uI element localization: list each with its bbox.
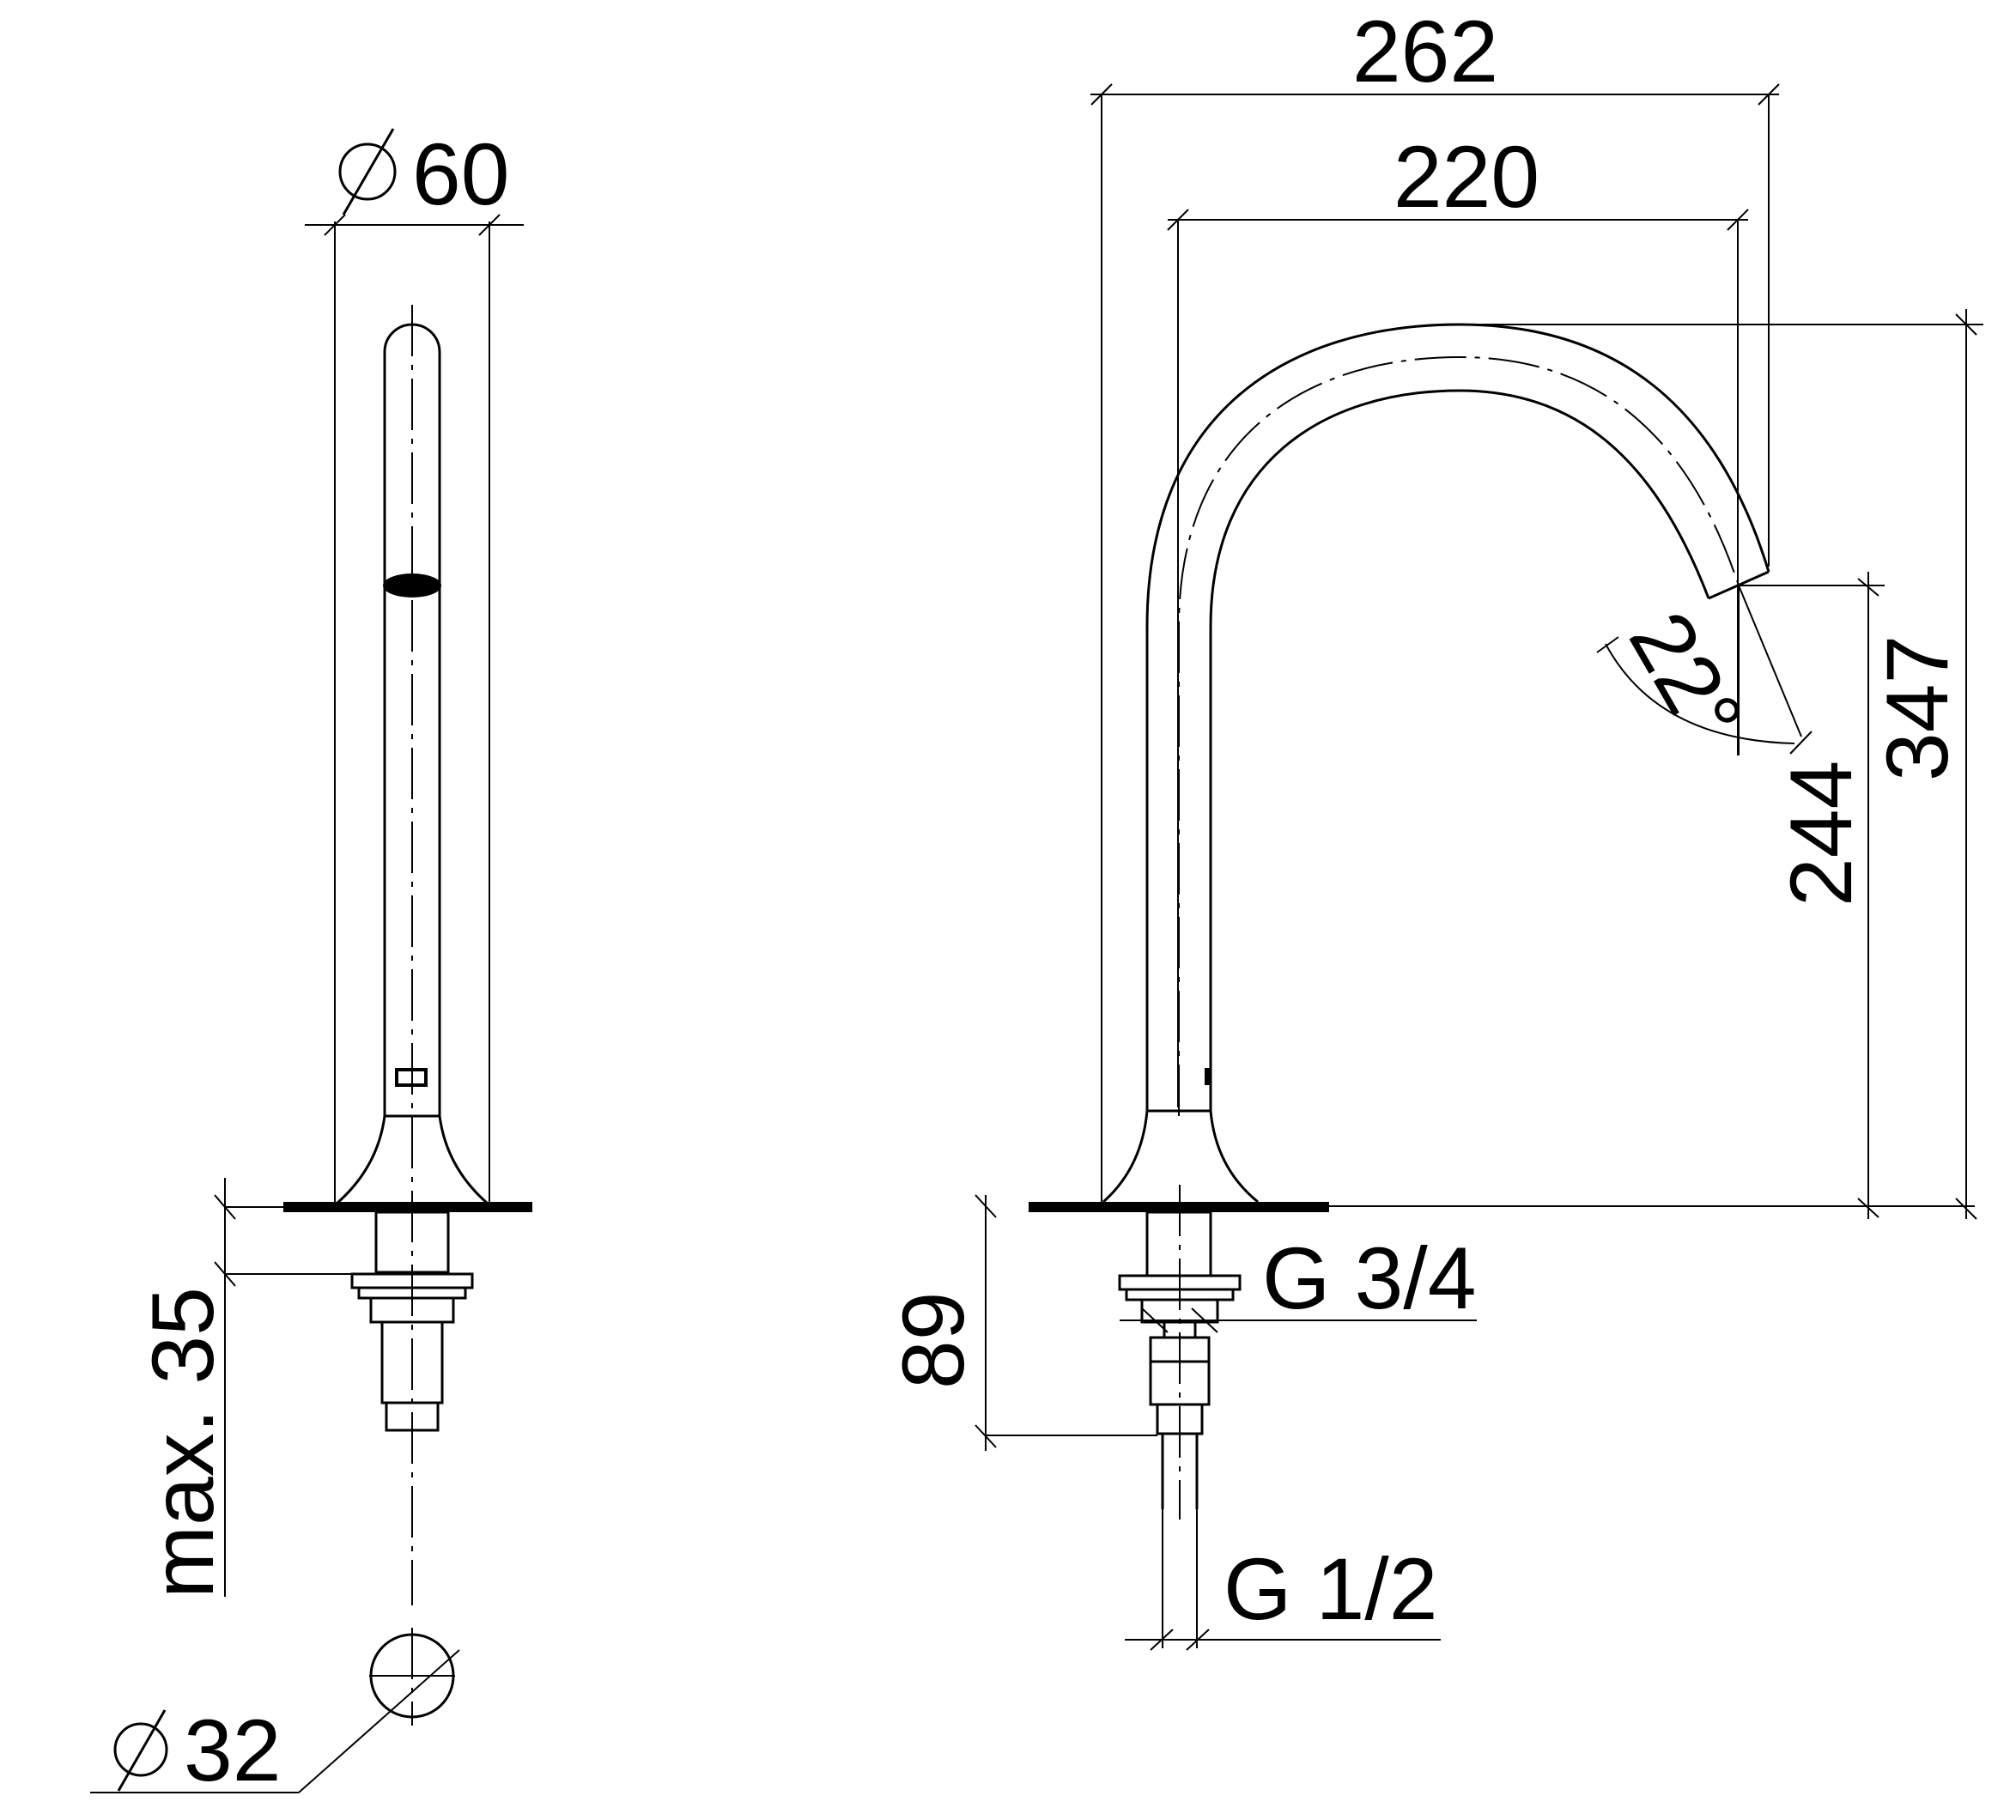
- dim-label-g12: G 1/2: [1224, 1540, 1437, 1638]
- side-connection-fitting: [350, 1210, 474, 1432]
- sensor-mark: [1205, 1068, 1211, 1085]
- side-deck-plate: [283, 1202, 532, 1212]
- diameter-symbol-icon: [338, 128, 397, 215]
- dim-angle-22: 22°: [1596, 585, 1813, 760]
- sensor-window: [383, 573, 441, 598]
- dim-244: 244: [1739, 572, 1885, 1219]
- dim-diameter-32: 32: [90, 1628, 460, 1799]
- dim-max-35: max. 35: [134, 1178, 376, 1599]
- dim-label-220: 220: [1394, 128, 1539, 226]
- thread-label-lower: G 1/2: [1125, 1509, 1441, 1651]
- diameter-symbol-icon: [113, 1709, 168, 1792]
- dim-label-89: 89: [884, 1292, 982, 1389]
- dim-label-244: 244: [1772, 761, 1870, 907]
- dim-label-max-35: max. 35: [134, 1287, 232, 1599]
- dim-label-347: 347: [1868, 635, 1966, 781]
- front-view: 262 220: [884, 3, 1983, 1651]
- dim-label-262: 262: [1352, 3, 1498, 100]
- thread-label-upper: G 3/4: [1120, 1229, 1477, 1333]
- dim-262: 262: [1090, 3, 1780, 1206]
- side-view: 60 max. 35: [90, 125, 532, 1799]
- dim-347: 347: [1460, 309, 1983, 1220]
- dim-diameter-60: 60: [305, 125, 524, 1204]
- dim-label-diameter-top: 60: [412, 125, 509, 223]
- dim-label-g34: G 3/4: [1262, 1229, 1476, 1327]
- dim-89: 89: [884, 1194, 1157, 1451]
- front-spout-body: [1102, 323, 1770, 1204]
- dim-label-diameter-bottom: 32: [184, 1702, 281, 1799]
